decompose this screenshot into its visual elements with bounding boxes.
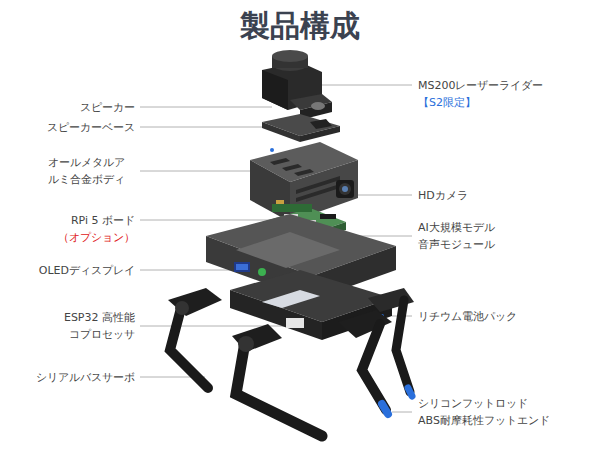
part-label: オールメタルア ルミ合金ボディ [48,154,136,188]
part-label: MS200レーザーライダー [418,77,593,94]
part-label: シリコンフットロッド ABS耐摩耗性フットエンド [418,395,594,429]
part-label: スピーカーベース [30,119,135,136]
part-label: リチウム電池パック [418,308,593,325]
part-label: AI大規模モデル 音声モジュール [418,219,538,253]
part-label: RPi 5 ボード [30,212,135,229]
part-label: HDカメラ [418,187,593,204]
page-title: 製品構成 [0,6,600,47]
part-label: スピーカー [30,99,135,116]
speaker-base [262,114,340,142]
part-label: （オプション） [30,229,135,246]
oled-display [234,262,250,272]
part-label: ESP32 高性能 コプロセッサ [55,309,135,343]
leader-lines [140,85,412,412]
part-label: 【S2限定】 [418,94,593,111]
legs [168,288,414,436]
part-label: OLEDディスプレイ [20,262,135,279]
part-label: シリアルバスサーボ [20,369,135,386]
hd-camera [336,180,354,198]
body-shell [250,142,358,222]
